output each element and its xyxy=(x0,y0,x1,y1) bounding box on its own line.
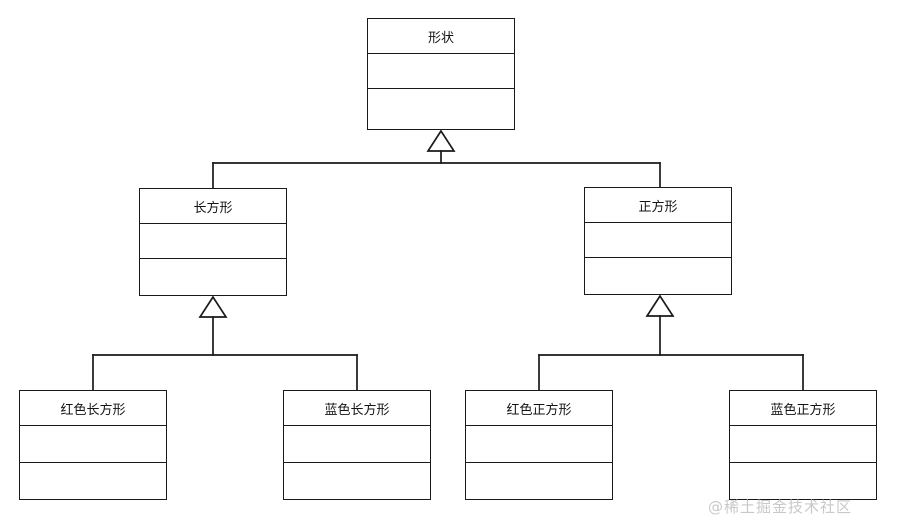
uml-operations-compartment-rectangle xyxy=(140,259,286,295)
uml-attributes-compartment-shape xyxy=(368,54,514,89)
generalization-gen-rectangle[interactable] xyxy=(92,295,358,391)
uml-class-red-rectangle[interactable]: 红色长方形 xyxy=(19,390,167,500)
uml-attributes-compartment-square xyxy=(585,223,731,258)
uml-operations-compartment-red-rectangle xyxy=(20,463,166,499)
uml-operations-compartment-shape xyxy=(368,89,514,129)
uml-class-red-square[interactable]: 红色正方形 xyxy=(465,390,613,500)
uml-operations-compartment-square xyxy=(585,258,731,294)
uml-class-shape[interactable]: 形状 xyxy=(367,18,515,130)
inheritance-triangle-gen-rectangle xyxy=(198,295,228,318)
uml-class-name-blue-rectangle: 蓝色长方形 xyxy=(284,391,430,426)
uml-class-name-red-rectangle: 红色长方形 xyxy=(20,391,166,426)
uml-attributes-compartment-rectangle xyxy=(140,224,286,259)
uml-attributes-compartment-blue-rectangle xyxy=(284,426,430,463)
uml-class-name-shape: 形状 xyxy=(368,19,514,54)
uml-class-name-red-square: 红色正方形 xyxy=(466,391,612,426)
uml-attributes-compartment-blue-square xyxy=(730,426,876,463)
uml-attributes-compartment-red-rectangle xyxy=(20,426,166,463)
inheritance-triangle-gen-shape xyxy=(426,129,456,152)
uml-class-name-rectangle: 长方形 xyxy=(140,189,286,224)
uml-attributes-compartment-red-square xyxy=(466,426,612,463)
uml-class-name-blue-square: 蓝色正方形 xyxy=(730,391,876,426)
uml-operations-compartment-blue-rectangle xyxy=(284,463,430,499)
generalization-gen-shape[interactable] xyxy=(212,129,661,189)
uml-class-blue-square[interactable]: 蓝色正方形 xyxy=(729,390,877,500)
generalization-gen-square[interactable] xyxy=(538,294,804,391)
uml-class-rectangle[interactable]: 长方形 xyxy=(139,188,287,296)
uml-operations-compartment-blue-square xyxy=(730,463,876,499)
uml-class-name-square: 正方形 xyxy=(585,188,731,223)
uml-class-blue-rectangle[interactable]: 蓝色长方形 xyxy=(283,390,431,500)
watermark-label: @稀土掘金技术社区 xyxy=(708,498,853,516)
uml-class-square[interactable]: 正方形 xyxy=(584,187,732,295)
uml-operations-compartment-red-square xyxy=(466,463,612,499)
inheritance-triangle-gen-square xyxy=(645,294,675,317)
